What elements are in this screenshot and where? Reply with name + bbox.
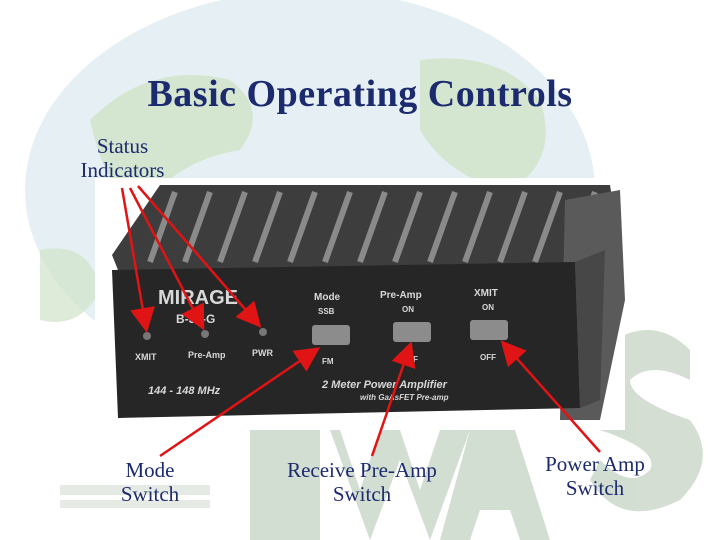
callout-line: Receive Pre-Amp: [287, 458, 437, 482]
product-sub-label: with GaAsFET Pre-amp: [360, 393, 449, 402]
callout-line: Switch: [120, 482, 180, 506]
freq-label: 144 - 148 MHz: [148, 385, 221, 397]
switch-sub-label: ON: [482, 303, 494, 312]
callout-line: Status: [96, 134, 149, 158]
xmit-switch[interactable]: [470, 320, 508, 340]
brand-label: MIRAGE: [158, 287, 238, 309]
product-label: 2 Meter Power Amplifier: [321, 379, 448, 391]
switch-off-label: OFF: [480, 353, 496, 362]
status-indicators-callout: Status Indicators: [60, 134, 185, 182]
switch-sub-label: ON: [402, 305, 414, 314]
preamp-switch[interactable]: [393, 322, 431, 342]
switch-off-label: FM: [322, 357, 334, 366]
indicator-label: PWR: [252, 348, 273, 358]
switch-label: Mode: [314, 292, 341, 303]
page-title: Basic Operating Controls: [147, 73, 573, 115]
mode-switch-callout: Mode Switch: [95, 458, 205, 506]
indicator-label: XMIT: [135, 352, 157, 362]
callout-line: Switch: [332, 482, 392, 506]
switch-off-label: OFF: [402, 355, 418, 364]
callout-line: Indicators: [80, 158, 165, 182]
status-led: [143, 328, 267, 340]
switch-label: Pre-Amp: [380, 290, 422, 301]
switch-label: XMIT: [474, 288, 498, 299]
callout-line: Mode: [125, 458, 175, 482]
callout-line: Switch: [565, 476, 625, 500]
model-label: B-34-G: [176, 312, 215, 326]
preamp-switch-callout: Receive Pre-Amp Switch: [262, 458, 462, 506]
mode-switch[interactable]: [312, 325, 350, 345]
callout-line: Power Amp: [545, 452, 645, 476]
power-amp-switch-callout: Power Amp Switch: [520, 452, 670, 500]
indicator-label: Pre-Amp: [188, 350, 226, 360]
switch-sub-label: SSB: [318, 307, 335, 316]
